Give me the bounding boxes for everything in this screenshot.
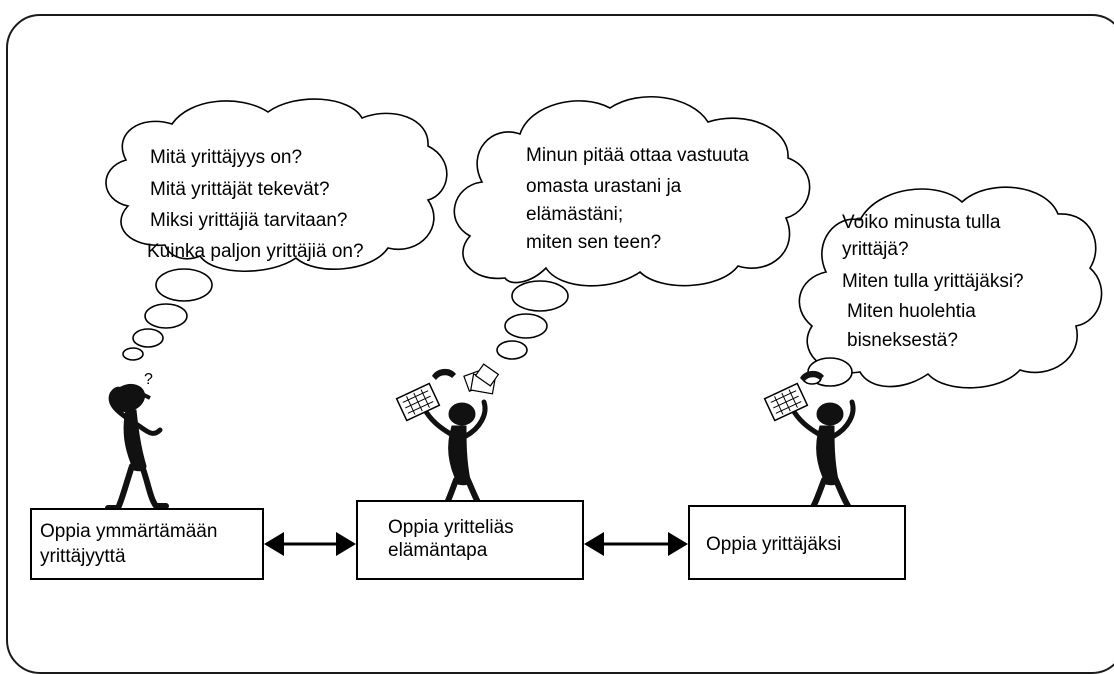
phone-icon (432, 368, 456, 380)
papers-icon (463, 363, 500, 395)
stage-box-become-line-1: Oppia yrittäjäksi (706, 534, 842, 555)
cloud-right-line-3: Miten tulla yrittäjäksi? (842, 271, 1024, 292)
stage-box-become: Oppia yrittäjäksi (688, 505, 906, 580)
thought-cloud-left (105, 98, 448, 361)
cloud-left-line-2: Mitä yrittäjät tekevät? (150, 179, 330, 200)
stage-box-understand-line-1: Oppia ymmärtämään (40, 521, 218, 542)
busy-figure-right (763, 370, 865, 518)
stage-box-lifestyle-line-2: elämäntapa (388, 540, 488, 561)
cloud-middle-line-4: miten sen teen? (526, 232, 662, 253)
thought-cloud-right (798, 186, 1103, 389)
cloud-right-line-5: bisneksestä? (847, 330, 958, 351)
thought-cloud-middle (453, 96, 811, 360)
keyboard-icon (395, 382, 441, 422)
stage-box-lifestyle: Oppia yritteliäs elämäntapa (356, 500, 584, 580)
phone-icon (800, 370, 824, 382)
cloud-left-line-1: Mitä yrittäjyys on? (150, 147, 303, 168)
keyboard-icon (763, 382, 809, 422)
stage-box-understand-line-2: yrittäjyyttä (40, 546, 126, 567)
cloud-left-line-3: Miksi yrittäjiä tarvitaan? (150, 210, 348, 231)
stage-box-lifestyle-line-1: Oppia yritteliäs (388, 517, 514, 538)
busy-figure-middle (395, 363, 500, 518)
double-arrow-right (584, 532, 688, 556)
diagram-graphics (105, 96, 1103, 556)
cloud-right-line-4: Miten huolehtia (847, 301, 976, 322)
cloud-right-line-1: Voiko minusta tulla (842, 212, 1001, 233)
cloud-middle-line-1: Minun pitää ottaa vastuuta (526, 145, 749, 166)
question-mark: ? (144, 371, 153, 388)
cloud-middle-line-3: elämästäni; (526, 204, 624, 225)
confused-figure (105, 383, 169, 511)
cloud-left-line-4: Kuinka paljon yrittäjiä on? (147, 241, 364, 262)
cloud-right-line-2: yrittäjä? (842, 239, 909, 260)
cloud-middle-line-2: omasta urastani ja (526, 176, 682, 197)
stage-box-understand: Oppia ymmärtämään yrittäjyyttä (30, 508, 264, 580)
double-arrow-left (264, 532, 356, 556)
